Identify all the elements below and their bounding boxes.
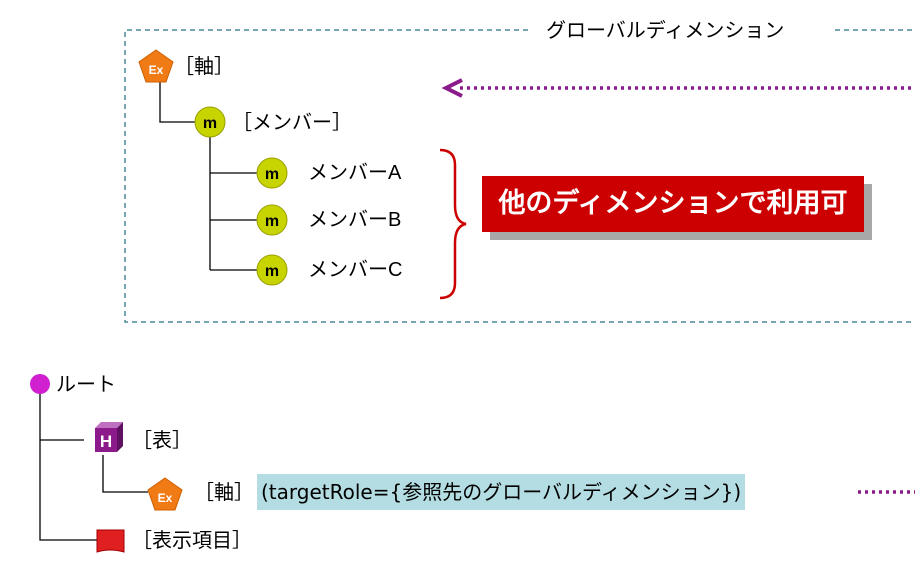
svg-text:Ex: Ex xyxy=(149,63,164,77)
svg-text:m: m xyxy=(265,213,279,230)
ex-icon: Ex xyxy=(147,477,183,511)
tree-connector-root xyxy=(39,385,97,541)
member-icon: m xyxy=(256,254,288,286)
tree-connector-top xyxy=(159,82,196,123)
axis-label: ［軸］ xyxy=(174,54,234,78)
tree-connector-members xyxy=(209,136,258,271)
table-icon: H xyxy=(95,422,123,452)
tree-connector-table xyxy=(102,455,148,493)
member-icon: m xyxy=(256,157,288,189)
target-role-note: (targetRole={参照先のグローバルディメンション}) xyxy=(257,474,746,510)
member-label: メンバーA xyxy=(308,162,402,184)
member-label: メンバーB xyxy=(308,209,402,231)
member-icon: m xyxy=(256,204,288,236)
member-parent-label: ［メンバー］ xyxy=(232,110,352,134)
member-icon: m xyxy=(194,106,226,138)
root-icon xyxy=(30,374,50,394)
usable-callout: 他のディメンションで利用可 xyxy=(482,176,864,232)
ex-icon: Ex xyxy=(138,49,174,83)
reference-arrow-head xyxy=(441,78,463,98)
root-label: ルート xyxy=(56,372,116,396)
display-item-icon xyxy=(96,529,125,553)
member-label: メンバーC xyxy=(308,259,403,281)
svg-text:m: m xyxy=(203,115,217,132)
axis-label: ［軸］ xyxy=(194,480,254,504)
svg-text:m: m xyxy=(265,166,279,183)
svg-text:m: m xyxy=(265,263,279,280)
global-dimension-frame xyxy=(124,29,915,323)
member-group-brace xyxy=(439,148,467,300)
svg-text:H: H xyxy=(100,432,112,451)
global-dimension-title: グローバルディメンション xyxy=(540,18,791,42)
table-label: ［表］ xyxy=(132,428,192,452)
display-item-label: ［表示項目］ xyxy=(132,528,252,552)
svg-text:Ex: Ex xyxy=(158,491,173,505)
